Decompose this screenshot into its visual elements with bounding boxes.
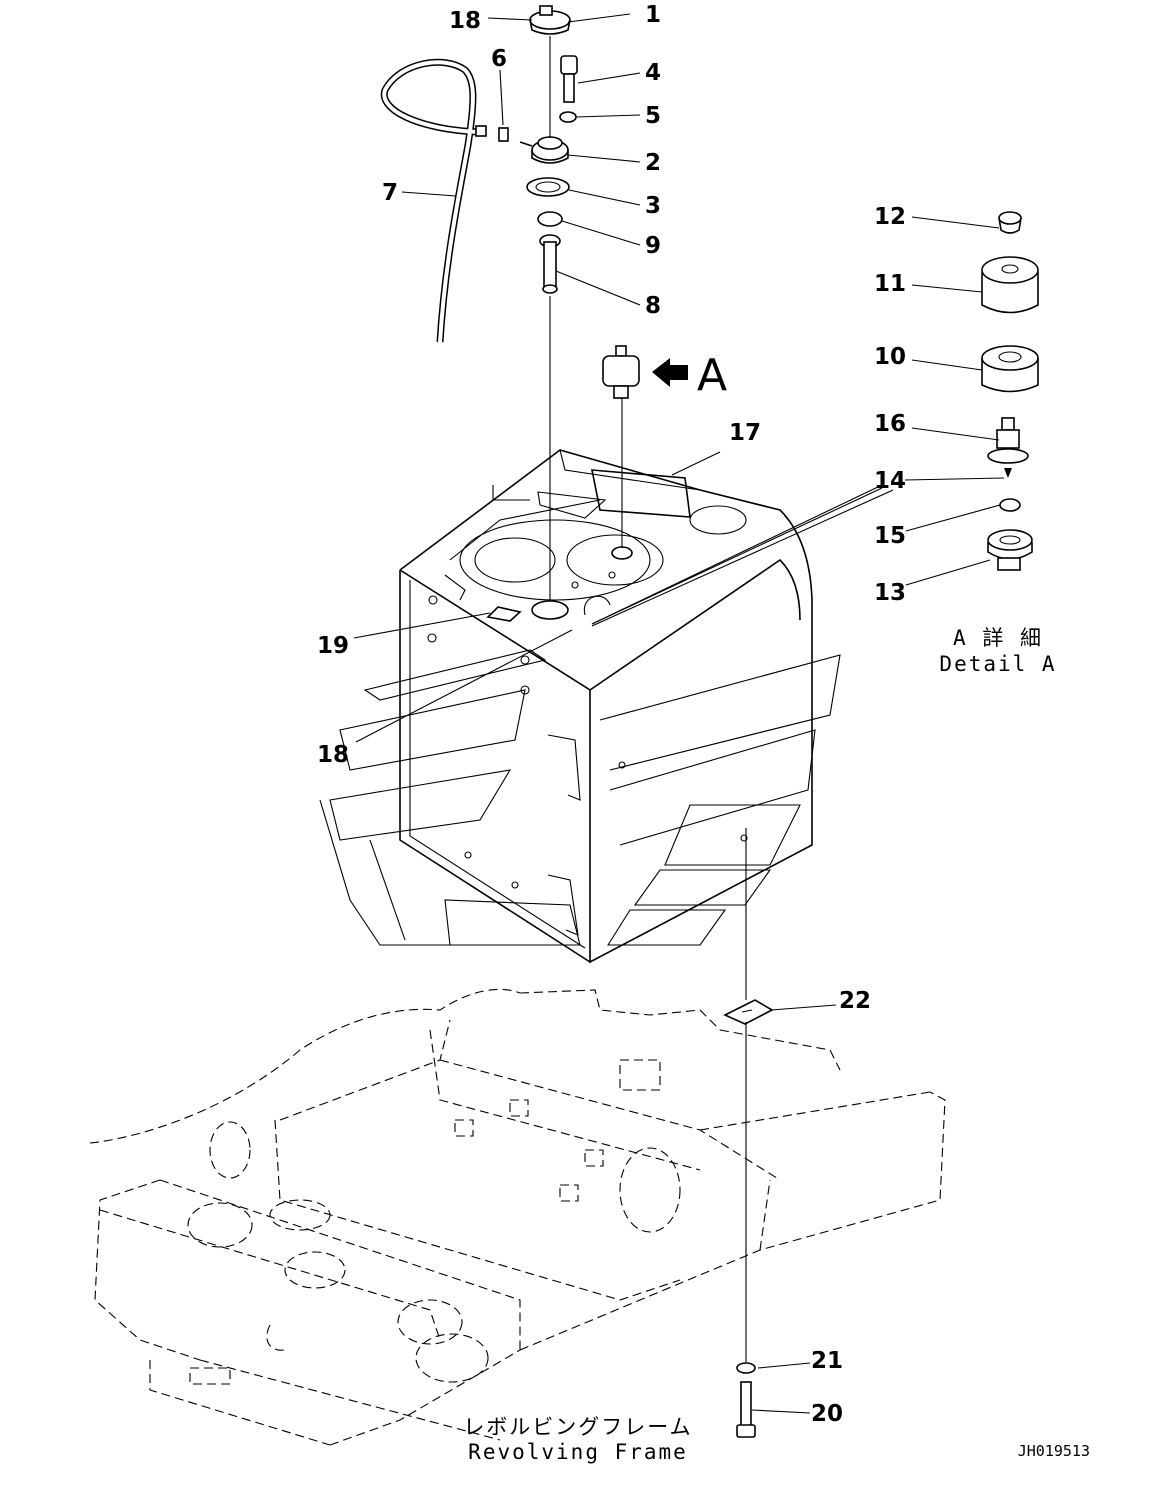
part-washer-5 bbox=[559, 111, 577, 123]
callout-15: 15 bbox=[874, 523, 906, 549]
part-cover-11 bbox=[981, 256, 1039, 314]
part-strainer-8 bbox=[539, 234, 561, 294]
part-valve-16 bbox=[987, 417, 1029, 478]
frame-caption-en: Revolving Frame bbox=[468, 1440, 688, 1464]
drawing-id: JH019513 bbox=[1018, 1442, 1090, 1460]
callout-16: 16 bbox=[874, 411, 906, 437]
part-gasket-3 bbox=[526, 177, 570, 197]
part-filler-2 bbox=[519, 136, 569, 164]
part-bolt-20 bbox=[736, 1381, 756, 1438]
assembly-lines bbox=[549, 36, 747, 1362]
callout-3: 3 bbox=[645, 193, 661, 219]
callout-13: 13 bbox=[874, 580, 906, 606]
leader-lines bbox=[353, 13, 1005, 1414]
callout-11: 11 bbox=[874, 271, 906, 297]
callout-1: 1 bbox=[645, 2, 661, 28]
part-assembly-a bbox=[602, 345, 640, 399]
callout-labels: 1 2 3 4 5 6 7 8 9 10 11 12 13 14 15 16 1… bbox=[317, 2, 906, 1427]
view-arrow-a bbox=[652, 358, 688, 387]
callout-18-top: 18 bbox=[449, 8, 481, 34]
part-clip-6 bbox=[498, 127, 509, 142]
callout-14: 14 bbox=[874, 468, 906, 494]
part-hose-7 bbox=[380, 58, 487, 343]
callout-9: 9 bbox=[645, 233, 661, 259]
callout-5: 5 bbox=[645, 103, 661, 129]
view-arrow-label: A bbox=[697, 350, 727, 401]
callout-10: 10 bbox=[874, 344, 906, 370]
callout-2: 2 bbox=[645, 150, 661, 176]
part-washer-21 bbox=[736, 1362, 756, 1374]
detail-caption-jp: A 詳 細 bbox=[953, 626, 1043, 650]
frame-caption-jp: レボルビングフレーム bbox=[463, 1415, 692, 1439]
part-oring-15 bbox=[999, 498, 1021, 512]
part-cap-12 bbox=[998, 211, 1022, 234]
callout-8: 8 bbox=[645, 293, 661, 319]
part-bolt-4 bbox=[560, 55, 578, 103]
callout-18-tank: 18 bbox=[317, 742, 349, 768]
callout-17: 17 bbox=[729, 420, 761, 446]
callout-20: 20 bbox=[811, 1401, 843, 1427]
detail-caption-en: Detail A bbox=[939, 652, 1056, 676]
part-cap-18 bbox=[529, 5, 571, 35]
part-ring-9 bbox=[537, 211, 563, 227]
callout-6: 6 bbox=[491, 46, 507, 72]
callout-7: 7 bbox=[382, 180, 398, 206]
fuel-tank-drawing bbox=[319, 449, 841, 964]
part-nut-13 bbox=[987, 529, 1033, 571]
callout-4: 4 bbox=[645, 60, 661, 86]
callout-19: 19 bbox=[317, 633, 349, 659]
callout-21: 21 bbox=[811, 1348, 843, 1374]
part-shim-22 bbox=[723, 999, 774, 1025]
callout-22: 22 bbox=[839, 988, 871, 1014]
callout-12: 12 bbox=[874, 204, 906, 230]
revolving-frame-drawing bbox=[89, 988, 946, 1446]
part-body-10 bbox=[981, 345, 1039, 393]
